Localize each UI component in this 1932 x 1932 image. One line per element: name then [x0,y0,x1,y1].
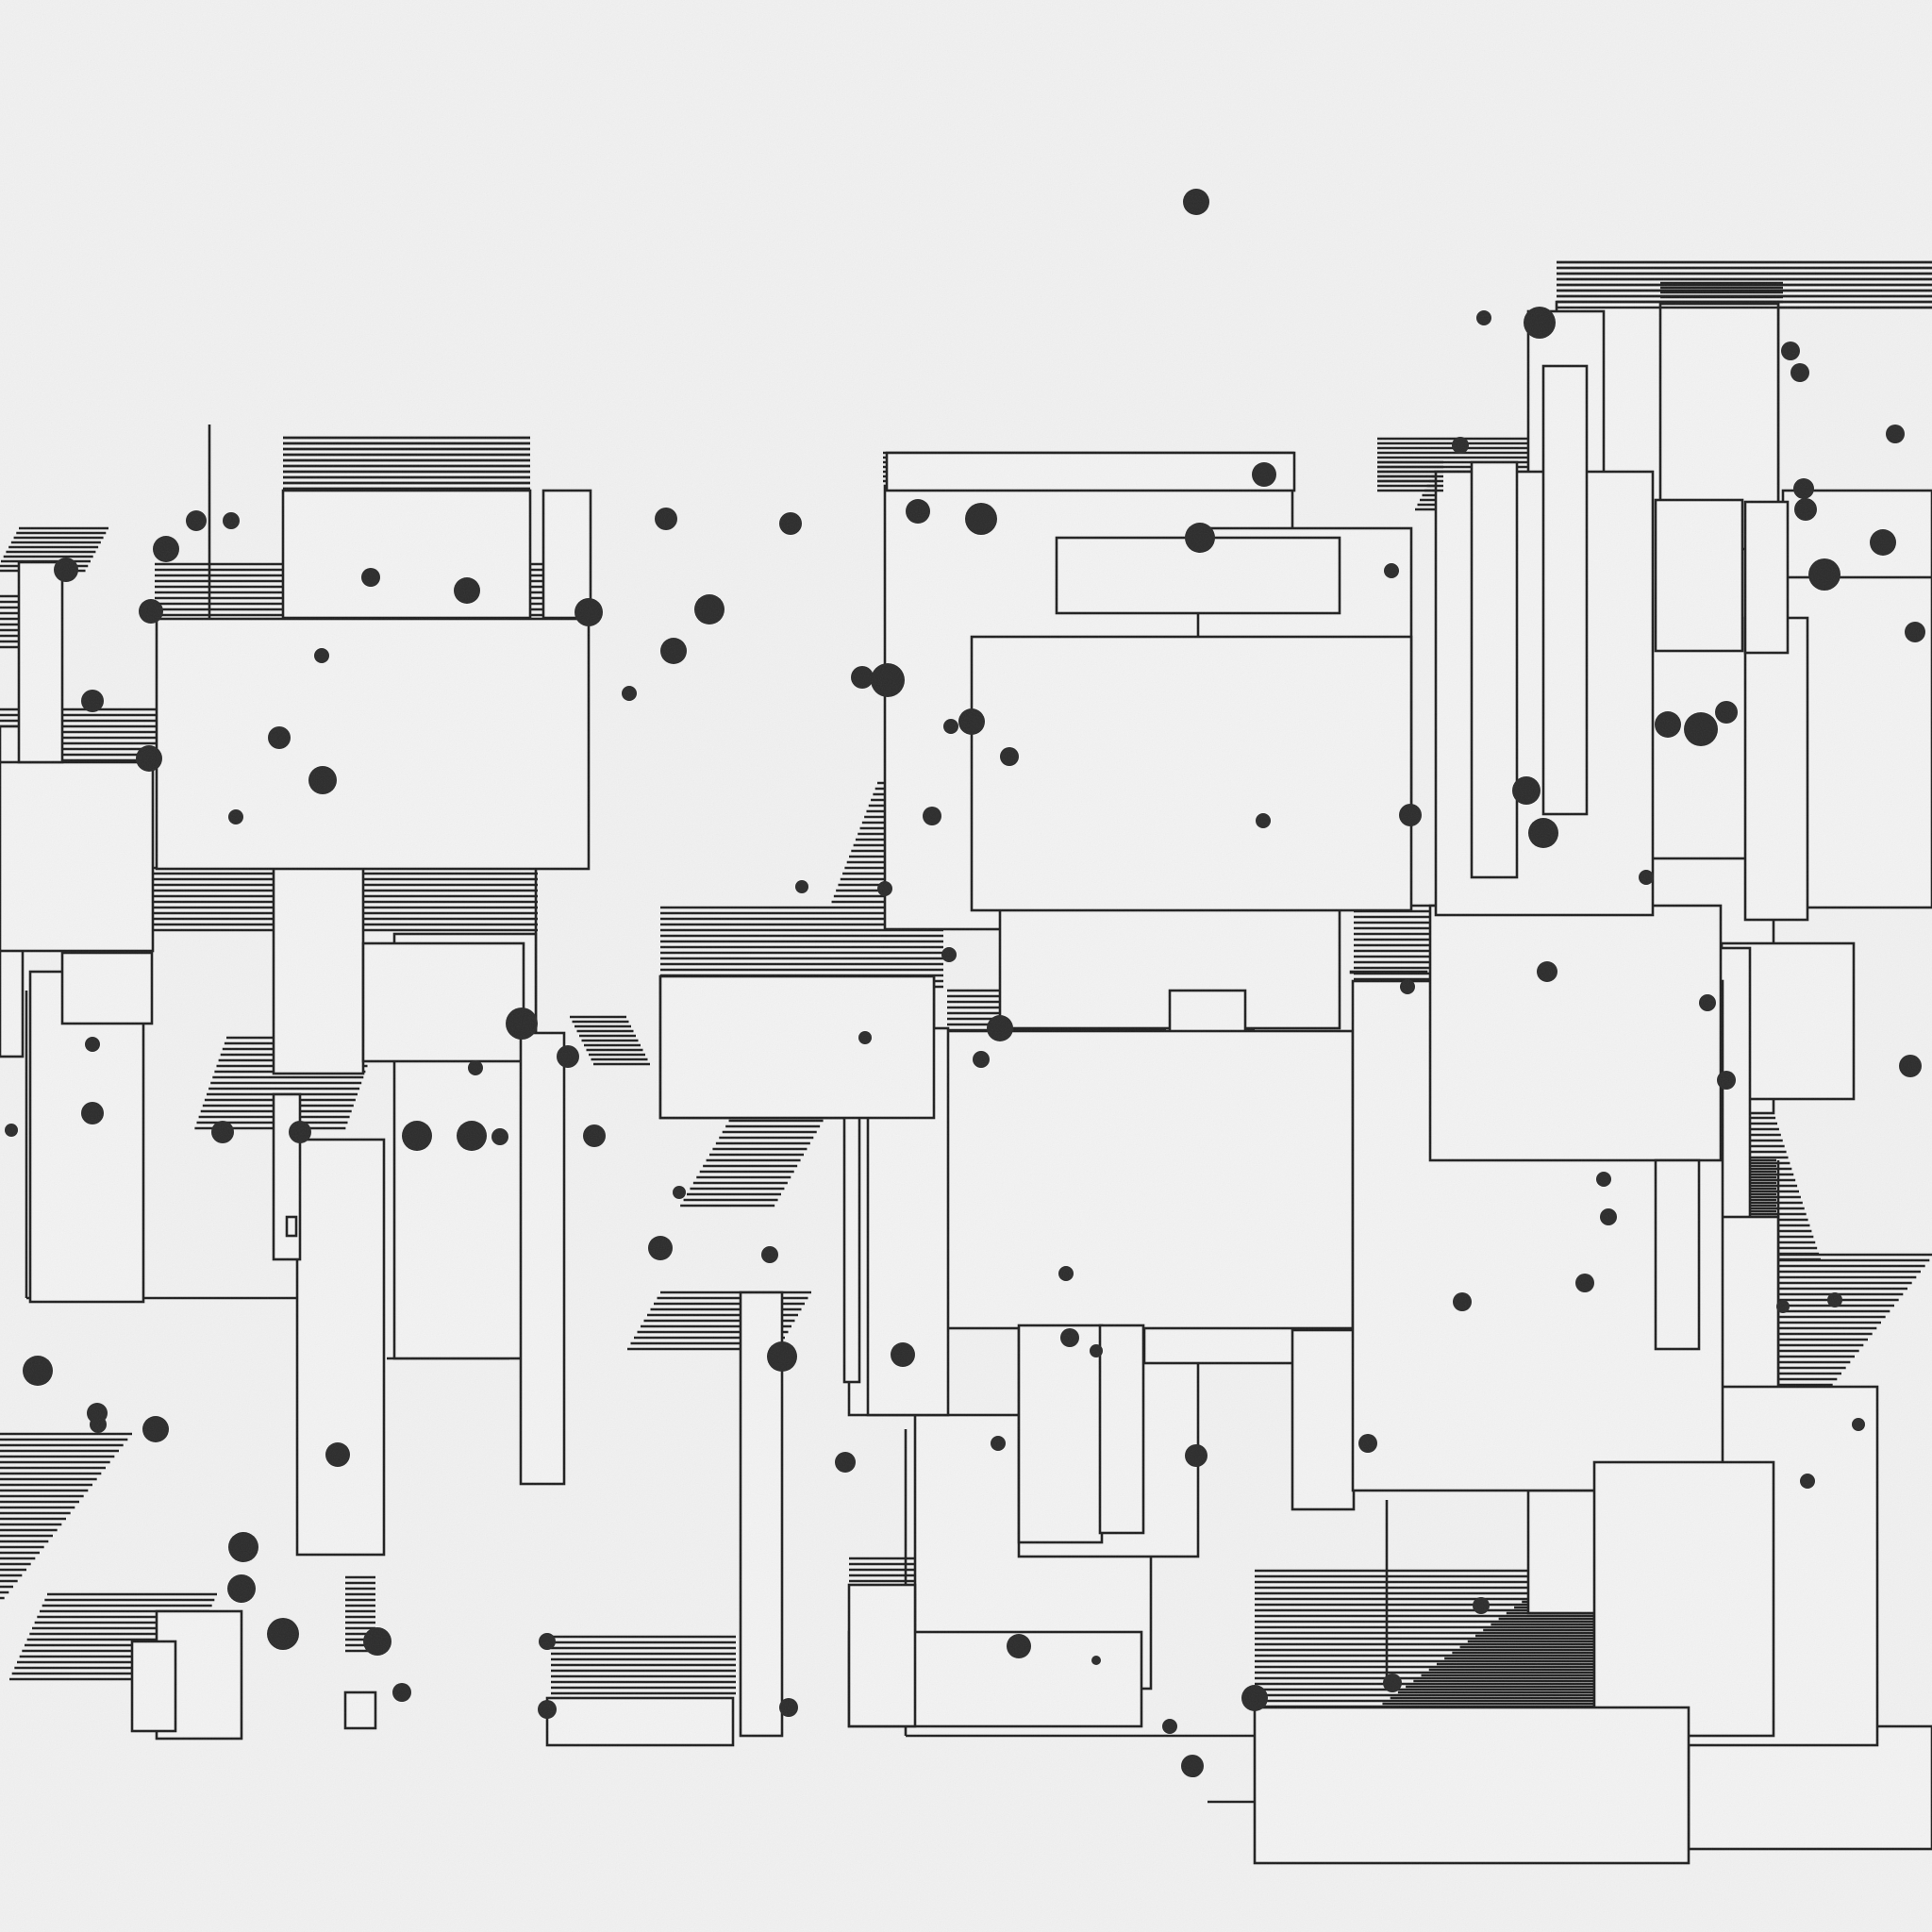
paper-grain [0,0,1932,1932]
generative-artwork [0,0,1932,1932]
artwork-canvas [0,0,1932,1932]
